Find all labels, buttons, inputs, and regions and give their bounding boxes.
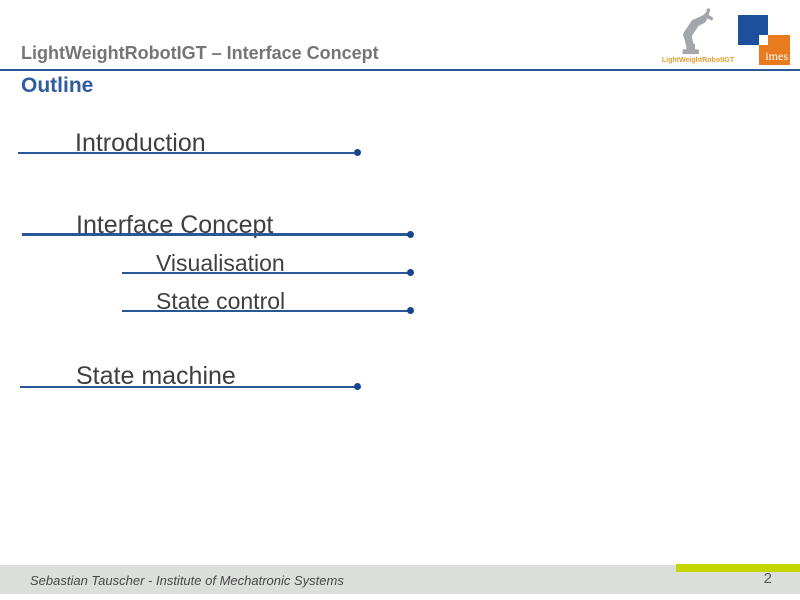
robot-logo-label: LightWeightRobotIGT xyxy=(661,57,735,64)
outline-item-visualisation: Visualisation xyxy=(156,250,285,276)
footer-accent-bar xyxy=(676,564,800,572)
page-number: 2 xyxy=(763,570,772,587)
outline-item-underline xyxy=(122,310,410,312)
outline-item-dot xyxy=(407,269,414,276)
imes-logo-white-notch xyxy=(759,35,768,45)
outline-item-state-control: State control xyxy=(156,288,286,314)
outline-item-underline xyxy=(22,233,410,236)
outline-item-dot xyxy=(407,307,414,314)
footer-author: Sebastian Tauscher - Institute of Mechat… xyxy=(30,573,344,588)
outline-item-dot xyxy=(407,231,414,238)
slide-title: LightWeightRobotIGT – Interface Concept xyxy=(21,43,379,63)
outline-item-underline xyxy=(18,152,356,154)
outline-item-underline xyxy=(122,272,410,274)
header-divider-line xyxy=(0,69,800,71)
outline-item-dot xyxy=(354,383,361,390)
outline-item-underline xyxy=(20,386,356,388)
outline-item-state-machine: State machine xyxy=(76,362,236,390)
page-title: Outline xyxy=(21,74,94,97)
outline-item-dot xyxy=(354,149,361,156)
imes-logo-label: imes xyxy=(765,49,788,63)
robot-arm-icon xyxy=(682,8,714,55)
footer-bar xyxy=(0,565,800,594)
